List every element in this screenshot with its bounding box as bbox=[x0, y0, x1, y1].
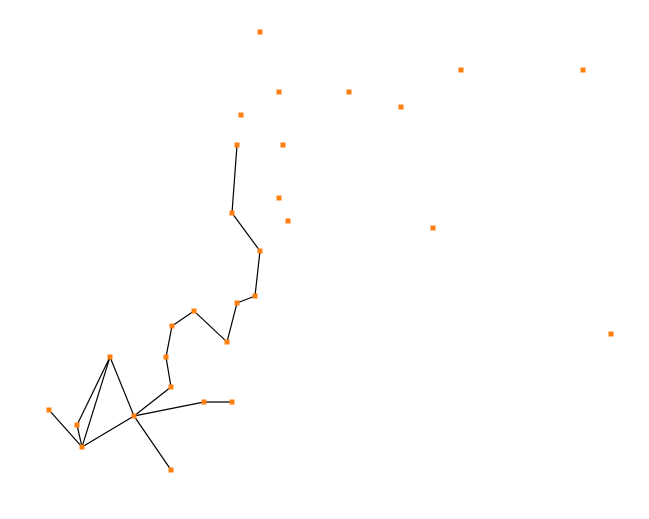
graph-node-n30 bbox=[131, 413, 137, 419]
graph-edge-n19-n18 bbox=[236, 295, 256, 304]
graph-edge-n24-n25 bbox=[133, 386, 172, 417]
graph-node-n9 bbox=[285, 218, 291, 224]
graph-edge-n23-n24 bbox=[165, 356, 172, 388]
graph-node-n26 bbox=[107, 354, 113, 360]
graph-node-n0 bbox=[257, 29, 263, 35]
graph-node-n24 bbox=[168, 384, 174, 390]
graph-edge-n26-n31 bbox=[76, 356, 111, 426]
graph-node-n23 bbox=[163, 354, 169, 360]
graph-edge-n25-n27 bbox=[133, 401, 205, 417]
graph-node-n33 bbox=[79, 444, 85, 450]
graph-node-n27 bbox=[201, 399, 207, 405]
graph-edge-n16-n17 bbox=[231, 212, 261, 252]
graph-node-n22 bbox=[224, 339, 230, 345]
graph-edge-n26-n33 bbox=[81, 356, 111, 448]
graph-node-n6 bbox=[238, 112, 244, 118]
graph-node-n19 bbox=[252, 293, 258, 299]
graph-node-n16 bbox=[229, 210, 235, 216]
graph-edge-n15-n16 bbox=[231, 144, 238, 214]
graph-edge-n17-n19 bbox=[254, 250, 261, 297]
node-layer bbox=[46, 29, 614, 473]
graph-edge-n30-n35 bbox=[133, 415, 172, 471]
graph-node-n2 bbox=[580, 67, 586, 73]
graph-node-n4 bbox=[346, 89, 352, 95]
graph-edge-n22-n21 bbox=[193, 310, 228, 343]
graph-node-n28 bbox=[229, 399, 235, 405]
graph-edge-n18-n22 bbox=[226, 302, 238, 343]
graph-node-n29 bbox=[46, 407, 52, 413]
graph-node-n15 bbox=[234, 142, 240, 148]
graph-node-n7 bbox=[280, 142, 286, 148]
graph-node-n8 bbox=[276, 195, 282, 201]
graph-edge-n21-n20 bbox=[171, 310, 195, 327]
graph-node-n3 bbox=[276, 89, 282, 95]
graph-edge-n30-n33 bbox=[81, 415, 135, 448]
graph-node-n10 bbox=[430, 225, 436, 231]
graph-node-n1 bbox=[458, 67, 464, 73]
graph-node-n11 bbox=[608, 331, 614, 337]
graph-node-n35 bbox=[168, 467, 174, 473]
graph-edge-n20-n23 bbox=[165, 325, 173, 358]
graph-edge-n29-n33 bbox=[48, 409, 83, 448]
graph-edge-n31-n33 bbox=[76, 424, 83, 448]
graph-node-n20 bbox=[169, 323, 175, 329]
graph-edge-n30-n26 bbox=[109, 356, 135, 417]
graph-node-n5 bbox=[398, 104, 404, 110]
graph-node-n18 bbox=[234, 300, 240, 306]
graph-node-n17 bbox=[257, 248, 263, 254]
graph-node-n21 bbox=[191, 308, 197, 314]
edge-layer bbox=[48, 144, 261, 471]
graph-node-n31 bbox=[74, 422, 80, 428]
